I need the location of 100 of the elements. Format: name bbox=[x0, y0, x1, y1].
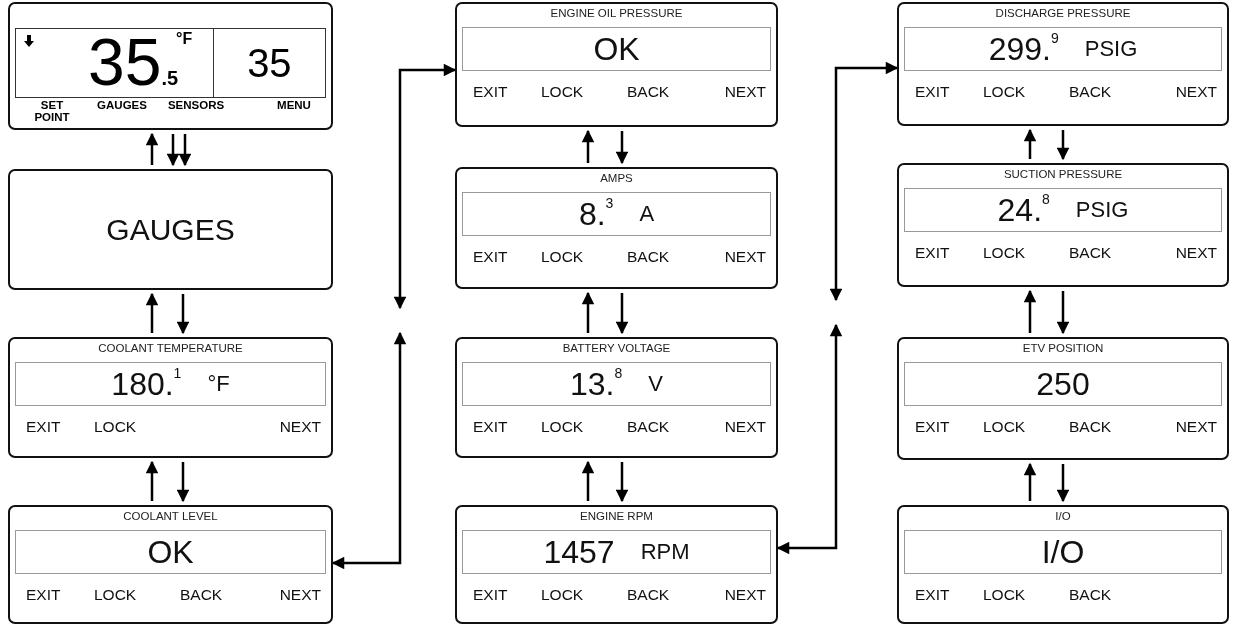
arrow bbox=[581, 129, 595, 163]
soft-key-label: BACK bbox=[180, 586, 223, 604]
arrow bbox=[145, 132, 159, 165]
soft-key-label: LOCK bbox=[983, 586, 1026, 604]
soft-key-label: EXIT bbox=[915, 418, 950, 436]
soft-key-label: BACK bbox=[627, 248, 670, 266]
arrow bbox=[145, 292, 159, 333]
soft-key-label: LOCK bbox=[94, 418, 137, 436]
soft-key-label: LOCK bbox=[94, 586, 137, 604]
display-screen bbox=[897, 337, 1229, 460]
arrow bbox=[829, 61, 899, 302]
soft-key-label: LOCK bbox=[541, 248, 584, 266]
soft-key-label: EXIT bbox=[473, 83, 508, 101]
soft-key-label: NEXT bbox=[279, 418, 321, 436]
screen-title: ENGINE OIL PRESSURE bbox=[549, 7, 684, 19]
soft-key-label: EXIT bbox=[26, 586, 61, 604]
display-screen bbox=[897, 163, 1229, 287]
screen-title: AMPS bbox=[599, 172, 634, 184]
arrow bbox=[776, 323, 843, 555]
soft-key-label: LOCK bbox=[541, 83, 584, 101]
soft-key-label: NEXT bbox=[724, 248, 766, 266]
arrow bbox=[166, 134, 180, 167]
unit-text: PSIG bbox=[1075, 197, 1129, 223]
display-value: OK bbox=[147, 536, 194, 568]
display-screen bbox=[8, 505, 333, 624]
soft-key-label: NEXT bbox=[724, 586, 766, 604]
arrow bbox=[581, 291, 595, 333]
arrow bbox=[581, 460, 595, 501]
arrow bbox=[615, 293, 629, 335]
arrow bbox=[615, 462, 629, 503]
arrow bbox=[1023, 462, 1037, 501]
soft-key-label: BACK bbox=[1069, 418, 1112, 436]
arrow bbox=[615, 131, 629, 165]
soft-key-label: EXIT bbox=[26, 418, 61, 436]
unit-text: RPM bbox=[640, 539, 690, 565]
screen-title: DISCHARGE PRESSURE bbox=[994, 7, 1132, 19]
display-screen bbox=[455, 505, 778, 624]
soft-key-label: NEXT bbox=[279, 586, 321, 604]
arrow bbox=[1056, 130, 1070, 161]
soft-key-label: BACK bbox=[1069, 83, 1112, 101]
arrow bbox=[393, 63, 457, 310]
soft-key-label: LOCK bbox=[983, 418, 1026, 436]
soft-key-label: EXIT bbox=[915, 586, 950, 604]
soft-key-label: NEXT bbox=[724, 418, 766, 436]
soft-key-label: BACK bbox=[627, 418, 670, 436]
display-value: 1457 bbox=[543, 536, 615, 568]
soft-key-label: LOCK bbox=[983, 83, 1026, 101]
soft-key-label: SET POINT bbox=[33, 100, 71, 123]
arrow bbox=[1056, 291, 1070, 335]
display-screen bbox=[455, 167, 778, 289]
arrow bbox=[331, 331, 407, 570]
screen-title: BATTERY VOLTAGE bbox=[561, 342, 672, 354]
display-screen bbox=[8, 337, 333, 458]
screen-title: I/O bbox=[1054, 510, 1072, 522]
display-screen bbox=[8, 169, 333, 290]
soft-key-label: NEXT bbox=[1175, 244, 1217, 262]
soft-key-label: LOCK bbox=[983, 244, 1026, 262]
setpoint-value: 35 bbox=[246, 43, 293, 83]
unit-text: A bbox=[639, 201, 655, 227]
arrow bbox=[176, 462, 190, 503]
display-screen bbox=[897, 2, 1229, 126]
unit-text: PSIG bbox=[1084, 36, 1138, 62]
soft-key-label: NEXT bbox=[724, 83, 766, 101]
display-screen bbox=[897, 505, 1229, 624]
display-screen bbox=[455, 337, 778, 458]
screen-title: SUCTION PRESSURE bbox=[1002, 168, 1124, 180]
screen-title: COOLANT TEMPERATURE bbox=[97, 342, 244, 354]
display-value: 8.$^{3}$ bbox=[578, 198, 614, 230]
soft-key-label: BACK bbox=[1069, 244, 1112, 262]
soft-key-label: EXIT bbox=[473, 586, 508, 604]
display-value: OK bbox=[593, 33, 640, 65]
unit-text: V bbox=[648, 371, 663, 397]
soft-key-label: BACK bbox=[627, 586, 670, 604]
screen-heading: GAUGES bbox=[105, 212, 236, 247]
unit-text: °F bbox=[207, 371, 230, 397]
soft-key-label: LOCK bbox=[541, 586, 584, 604]
display-value: I/O bbox=[1041, 536, 1085, 568]
arrow bbox=[145, 460, 159, 501]
arrow bbox=[1023, 289, 1037, 333]
display-value: 250 bbox=[1036, 368, 1090, 400]
arrow bbox=[1056, 464, 1070, 503]
display-screen bbox=[455, 2, 778, 127]
arrow bbox=[1023, 128, 1037, 159]
soft-key-label: SENSORS bbox=[166, 100, 226, 112]
soft-key-label: MENU bbox=[276, 100, 312, 112]
soft-key-label: EXIT bbox=[473, 418, 508, 436]
arrow bbox=[176, 294, 190, 335]
arrow bbox=[178, 134, 192, 167]
soft-key-label: BACK bbox=[627, 83, 670, 101]
display-value: 13.$^{8}$ bbox=[570, 368, 623, 400]
display-value: 180.$^{1}$ bbox=[111, 368, 182, 400]
soft-key-label: BACK bbox=[1069, 586, 1112, 604]
soft-key-label: LOCK bbox=[541, 418, 584, 436]
soft-key-label: EXIT bbox=[915, 244, 950, 262]
screen-title: ENGINE RPM bbox=[579, 510, 654, 522]
soft-key-label: EXIT bbox=[473, 248, 508, 266]
display-value: 24.$^{8}$ bbox=[997, 194, 1050, 226]
soft-key-label: EXIT bbox=[915, 83, 950, 101]
display-screen bbox=[8, 2, 333, 130]
display-value: 299.$^{9}$ bbox=[988, 33, 1059, 65]
